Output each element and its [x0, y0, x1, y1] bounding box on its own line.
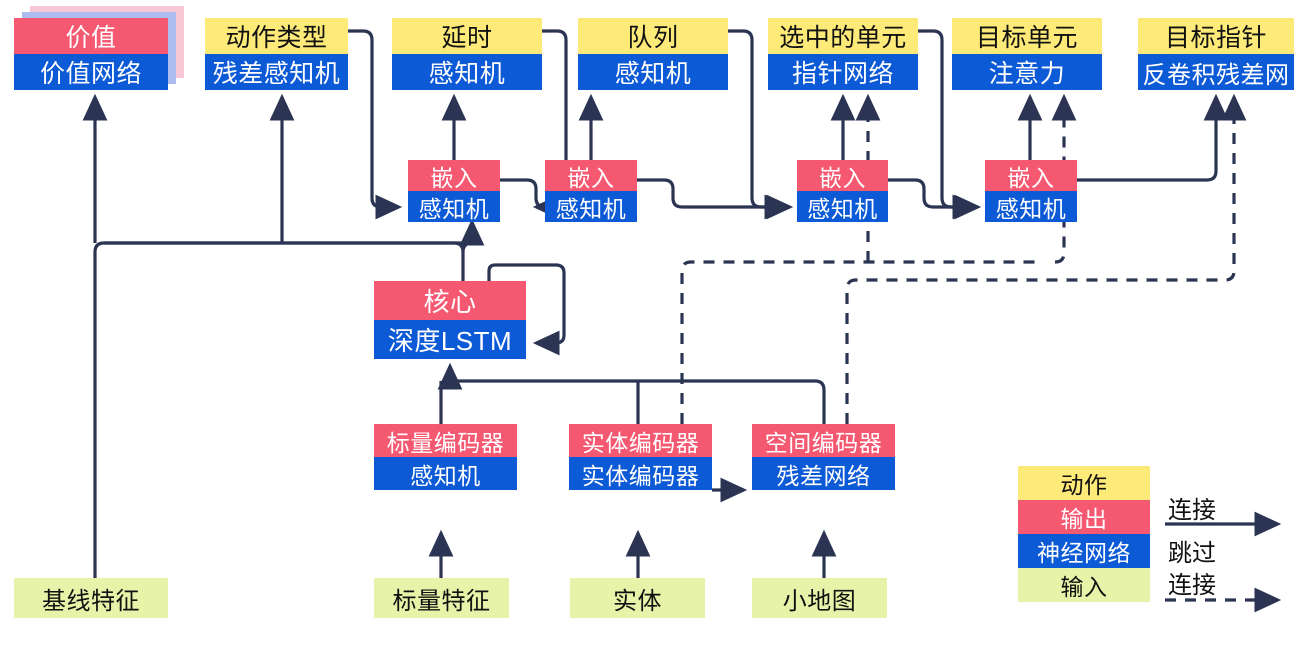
- node-embedding-3-network-label: 感知机: [797, 191, 888, 222]
- node-embedding-2-output-label: 嵌入: [545, 160, 637, 191]
- node-queue[interactable]: 队列 感知机: [578, 18, 728, 90]
- node-embedding-1-network-label: 感知机: [408, 191, 500, 222]
- legend-skip-label-line1: 跳过: [1168, 540, 1216, 567]
- wire-baseline-riser: [93, 241, 463, 578]
- wire-embed2-to-embed3: [637, 178, 792, 220]
- node-action-type-network-label: 残差感知机: [205, 54, 348, 90]
- node-entity-encoder[interactable]: 实体编码器 实体编码器: [569, 424, 712, 490]
- node-delay[interactable]: 延时 感知机: [392, 18, 542, 90]
- node-action-type-action-label: 动作类型: [205, 18, 348, 54]
- node-target-unit-action-label: 目标单元: [952, 18, 1102, 54]
- node-embedding-1[interactable]: 嵌入 感知机: [408, 160, 500, 222]
- node-embedding-3-output-label: 嵌入: [797, 160, 888, 191]
- node-selected-units[interactable]: 选中的单元 指针网络: [768, 18, 918, 90]
- wire-actiontype-to-embed1: [348, 29, 403, 220]
- node-embedding-4[interactable]: 嵌入 感知机: [985, 160, 1077, 222]
- legend-connection-label: 连接: [1168, 497, 1216, 524]
- legend-swatches: 动作 输出 神经网络 输入: [1018, 466, 1150, 602]
- input-baseline-features[interactable]: 基线特征: [14, 578, 168, 618]
- node-target-point-network-label: 反卷积残差网: [1138, 54, 1294, 90]
- node-value-network-label: 价值网络: [14, 54, 168, 90]
- input-minimap[interactable]: 小地图: [752, 578, 887, 618]
- node-target-point[interactable]: 目标指针 反卷积残差网: [1138, 18, 1294, 90]
- node-embedding-1-output-label: 嵌入: [408, 160, 500, 191]
- wire-embed3-to-embed4: [888, 178, 980, 220]
- legend-skip-label-line2: 连接: [1168, 572, 1216, 599]
- node-entity-encoder-network-label: 实体编码器: [569, 457, 712, 490]
- node-target-point-action-label: 目标指针: [1138, 18, 1294, 54]
- legend-action-swatch: 动作: [1018, 466, 1150, 500]
- legend-input-swatch: 输入: [1018, 568, 1150, 602]
- node-embedding-4-output-label: 嵌入: [985, 160, 1077, 191]
- wire-embed1-to-embed2: [500, 178, 560, 220]
- node-core-output-label: 核心: [374, 281, 526, 320]
- node-selected-units-network-label: 指针网络: [768, 54, 918, 90]
- wire-embed4-to-targetpoint: [1077, 93, 1229, 182]
- wire-skip-entity-riser: [680, 260, 1036, 424]
- node-target-unit-network-label: 注意力: [952, 54, 1102, 90]
- wire-queue-to-embed3: [728, 29, 794, 220]
- wire-bus-to-embed1: [459, 218, 485, 253]
- node-value[interactable]: 价值 价值网络: [14, 18, 168, 90]
- node-delay-network-label: 感知机: [392, 54, 542, 90]
- node-embedding-4-network-label: 感知机: [985, 191, 1077, 222]
- wire-skip-spatial-riser: [845, 93, 1247, 424]
- wire-skip-entity-to-targetunit: [1051, 93, 1077, 264]
- input-scalar-features[interactable]: 标量特征: [374, 578, 509, 618]
- node-queue-action-label: 队列: [578, 18, 728, 54]
- node-core[interactable]: 核心 深度LSTM: [374, 281, 526, 359]
- node-scalar-encoder-output-label: 标量编码器: [374, 424, 517, 457]
- node-core-network-label: 深度LSTM: [374, 320, 526, 359]
- node-spatial-encoder[interactable]: 空间编码器 残差网络: [752, 424, 895, 490]
- node-target-unit[interactable]: 目标单元 注意力: [952, 18, 1102, 90]
- legend-network-swatch: 神经网络: [1018, 534, 1150, 568]
- legend-output-swatch: 输出: [1018, 500, 1150, 534]
- node-spatial-encoder-network-label: 残差网络: [752, 457, 895, 490]
- node-entity-encoder-output-label: 实体编码器: [569, 424, 712, 457]
- node-queue-network-label: 感知机: [578, 54, 728, 90]
- node-delay-action-label: 延时: [392, 18, 542, 54]
- node-scalar-encoder[interactable]: 标量编码器 感知机: [374, 424, 517, 490]
- input-entities[interactable]: 实体: [570, 578, 705, 618]
- node-scalar-encoder-network-label: 感知机: [374, 457, 517, 490]
- node-selected-units-action-label: 选中的单元: [768, 18, 918, 54]
- node-spatial-encoder-output-label: 空间编码器: [752, 424, 895, 457]
- node-embedding-3[interactable]: 嵌入 感知机: [797, 160, 888, 222]
- node-value-output-label: 价值: [14, 18, 168, 54]
- wire-selected-to-embed4: [918, 29, 982, 220]
- node-action-type[interactable]: 动作类型 残差感知机: [205, 18, 348, 90]
